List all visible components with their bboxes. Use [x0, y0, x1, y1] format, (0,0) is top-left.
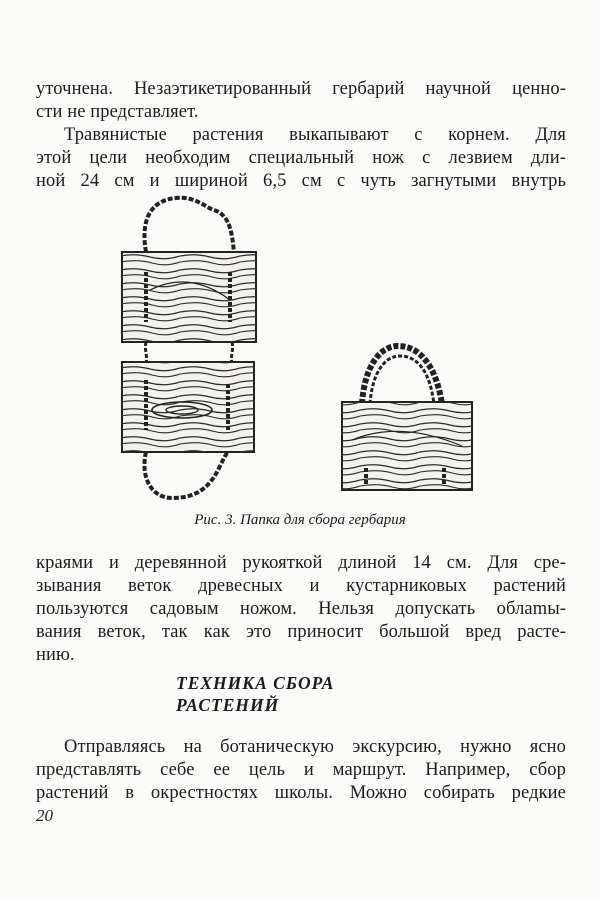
section-heading-line: ТЕХНИКА СБОРА [176, 673, 335, 693]
figure-caption: Рис. 3. Папка для сбора гербария [194, 512, 406, 528]
text-line: сти не представляет. [36, 102, 199, 122]
section-heading: ТЕХНИКА СБОРА РАСТЕНИЙ [176, 672, 334, 716]
section-heading-line: РАСТЕНИЙ [176, 695, 280, 715]
right-folder [341, 342, 473, 491]
text-line: уточнена. Незаэтикетированный гербарий н… [36, 79, 566, 99]
text-line: Отправляясь на ботаническую экскурсию, н… [64, 737, 566, 757]
paragraph-4: Отправляясь на ботаническую экскурсию, н… [36, 736, 566, 805]
text-line: представлять себе ее цель и маршрут. Нап… [36, 760, 566, 780]
paragraph-2: Травянистые растения выкапывают с корнем… [36, 124, 566, 193]
text-line: зывания веток древесных и кустарниковых … [36, 576, 566, 596]
text-line: нию. [36, 645, 75, 665]
text-line: вания веток, так как это приносит большо… [36, 622, 566, 642]
paragraph-1: уточнена. Незаэтикетированный гербарий н… [36, 78, 566, 124]
text-line: пользуются садовым ножом. Нельзя допуска… [36, 599, 566, 619]
text-line: краями и деревянной рукояткой длиной 14 … [36, 553, 566, 573]
text-line: этой цели необходим специальный нож с ле… [36, 148, 566, 168]
page-number: 20 [36, 806, 53, 825]
text-line: Травянистые растения выкапывают с корнем… [64, 125, 566, 145]
paragraph-3: краями и деревянной рукояткой длиной 14 … [36, 552, 566, 667]
left-folder [121, 195, 257, 501]
text-line: ной 24 см и шириной 6,5 см с чуть загнут… [36, 171, 566, 191]
text-line: растений в окрестностях школы. Можно соб… [36, 783, 566, 803]
